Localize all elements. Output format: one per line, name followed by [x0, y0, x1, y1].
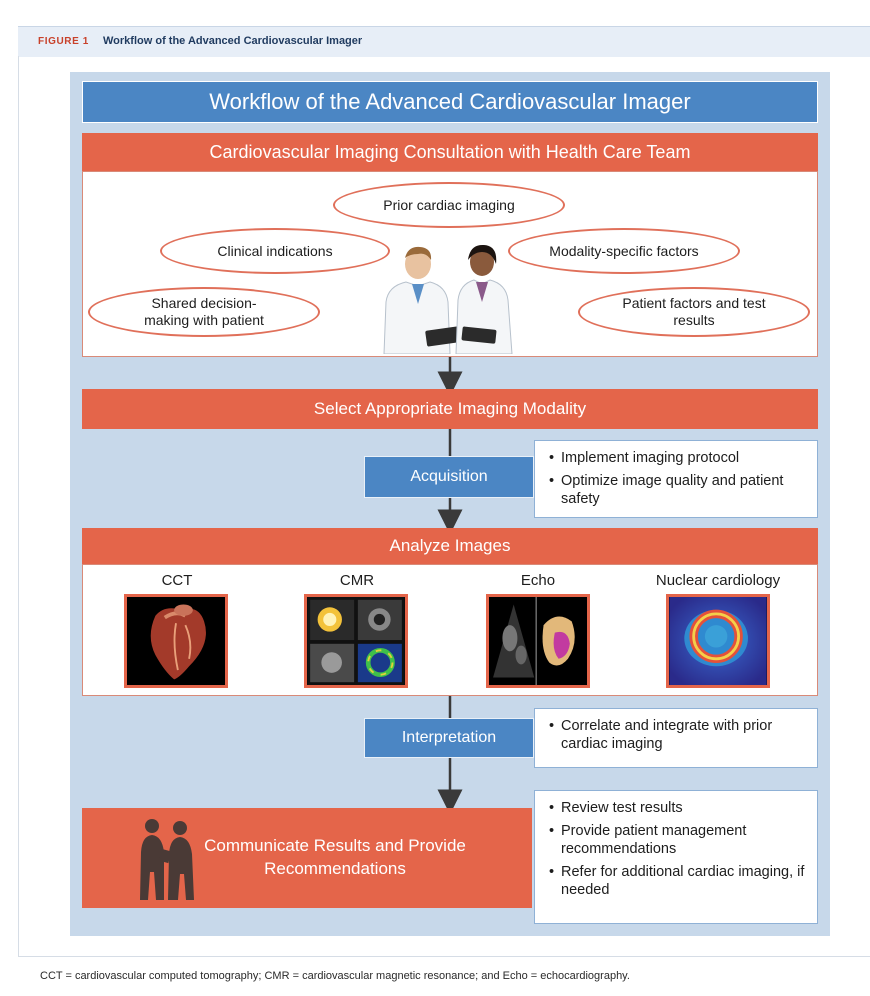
figure-title: Workflow of the Advanced Cardiovascular …	[103, 35, 363, 47]
communicate-info-box: Review test results Provide patient mana…	[534, 790, 818, 924]
communicate-item: Provide patient management recommendatio…	[549, 822, 807, 858]
communicate-item: Refer for additional cardiac imaging, if…	[549, 863, 807, 899]
factor-patient-factors: Patient factors and test results	[578, 287, 810, 337]
interpretation-label: Interpretation	[364, 718, 534, 758]
interpretation-info-box: Correlate and integrate with prior cardi…	[534, 708, 818, 768]
figure-frame-left	[18, 56, 19, 956]
select-modality-header: Select Appropriate Imaging Modality	[82, 389, 818, 429]
figure-frame-bottom	[18, 956, 870, 957]
acquisition-info-box: Implement imaging protocol Optimize imag…	[534, 440, 818, 518]
communicate-label: Communicate Results and Provide Recommen…	[204, 836, 466, 878]
factor-clinical-indications: Clinical indications	[160, 228, 390, 274]
modality-title-nuclear: Nuclear cardiology	[655, 572, 781, 589]
echo-image	[486, 594, 590, 688]
modality-title-echo: Echo	[520, 572, 556, 589]
factor-prior-imaging: Prior cardiac imaging	[333, 182, 565, 228]
acquisition-label: Acquisition	[364, 456, 534, 498]
acquisition-item: Implement imaging protocol	[549, 449, 807, 467]
doctors-illustration-icon	[383, 244, 513, 354]
modality-title-cmr: CMR	[339, 572, 375, 589]
interpretation-item: Correlate and integrate with prior cardi…	[549, 717, 807, 753]
cmr-image	[304, 594, 408, 688]
factor-shared-decision: Shared decision-making with patient	[88, 287, 320, 337]
silhouettes-icon	[140, 819, 194, 900]
figure-header	[18, 26, 870, 57]
footnote: CCT = cardiovascular computed tomography…	[40, 970, 630, 982]
acquisition-item: Optimize image quality and patient safet…	[549, 472, 807, 508]
analyze-images-header: Analyze Images	[82, 528, 818, 564]
cct-heart-image	[124, 594, 228, 688]
diagram-title: Workflow of the Advanced Cardiovascular …	[82, 81, 818, 123]
figure-label: FIGURE 1	[38, 36, 89, 47]
modality-title-cct: CCT	[161, 572, 193, 589]
factor-modality-specific: Modality-specific factors	[508, 228, 740, 274]
nuclear-image	[666, 594, 770, 688]
consultation-header: Cardiovascular Imaging Consultation with…	[82, 133, 818, 171]
communicate-item: Review test results	[549, 799, 807, 817]
